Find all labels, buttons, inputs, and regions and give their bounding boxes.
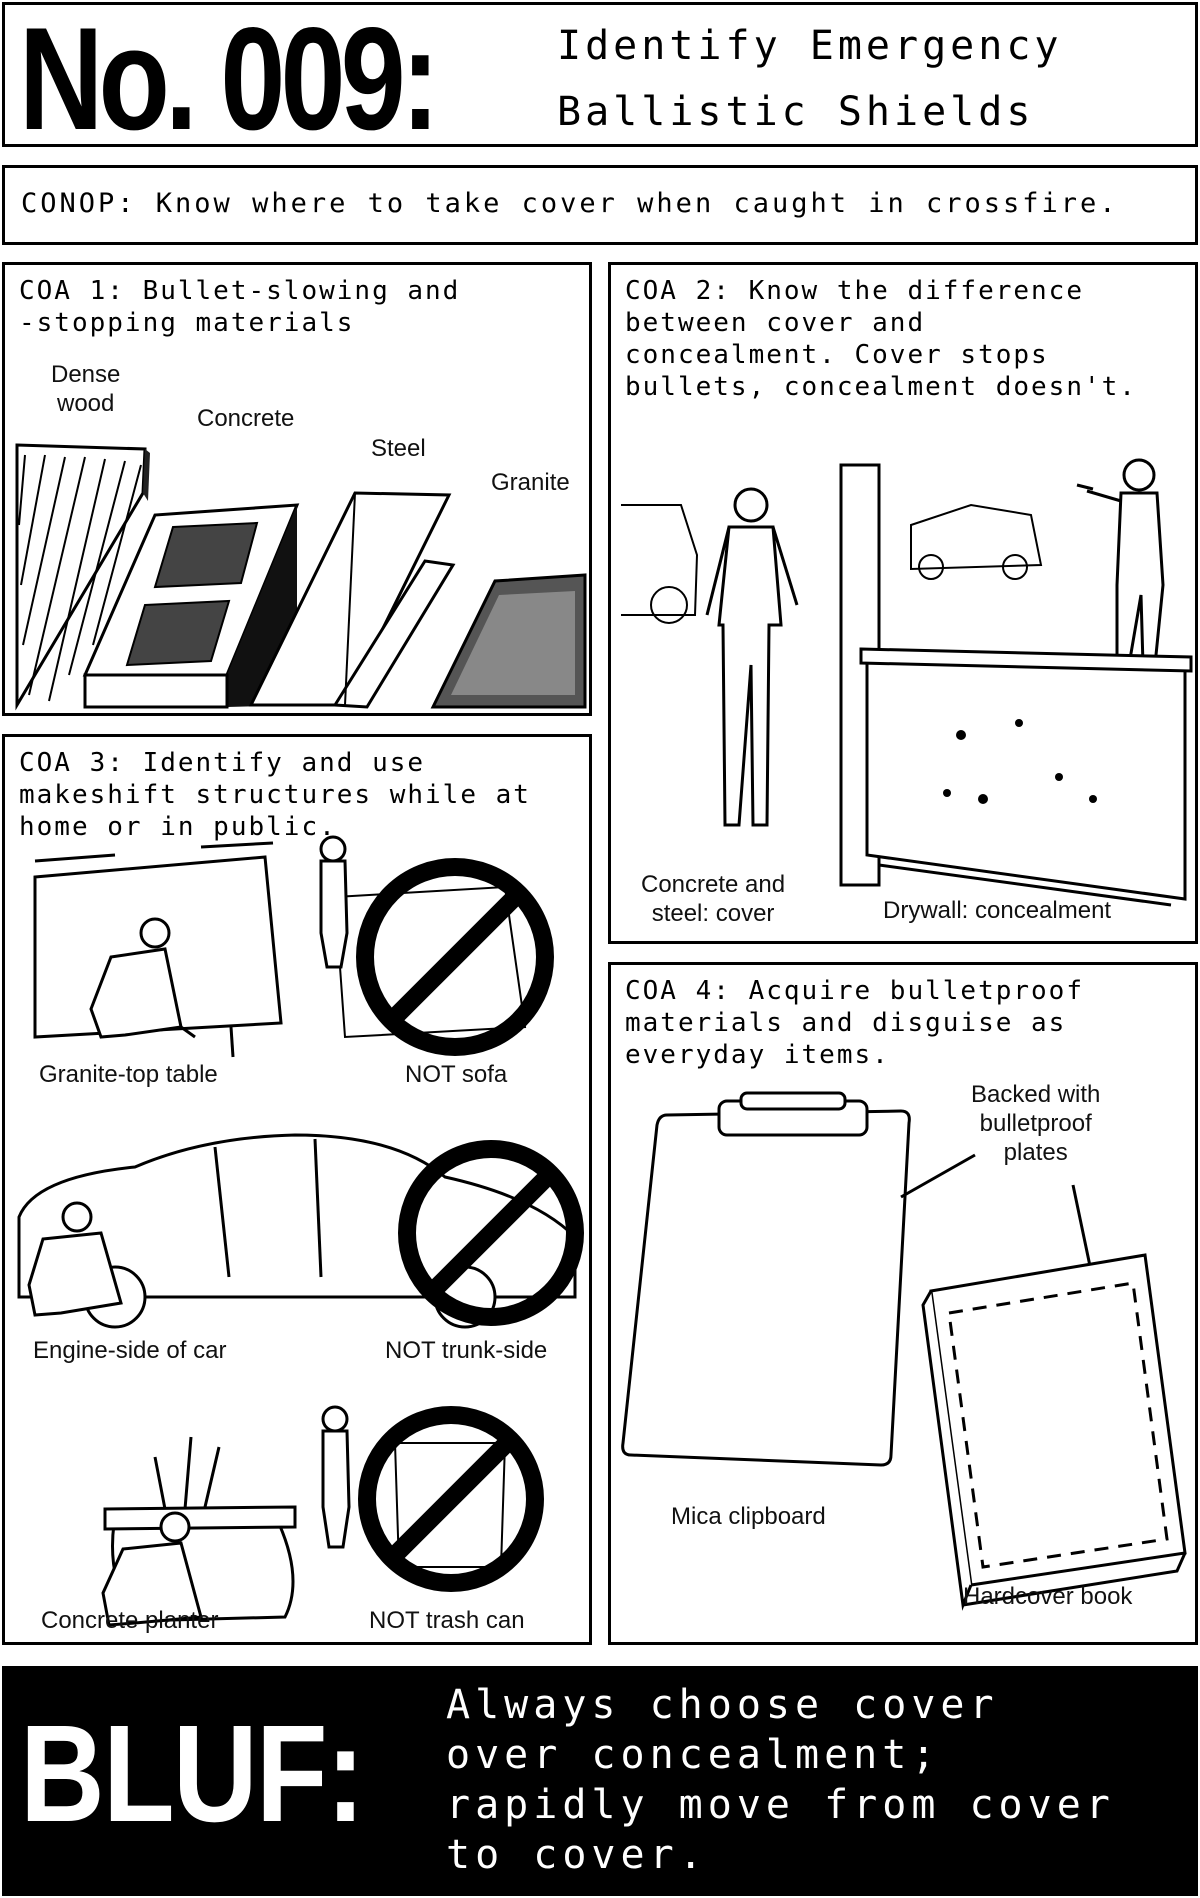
label-hardcover-book: Hardcover book [963, 1583, 1133, 1610]
civilian-figure-drawing [707, 489, 797, 825]
standing-person-trash [323, 1407, 349, 1547]
conop-text: CONOP: Know where to take cover when cau… [21, 188, 1119, 219]
granite-slab-drawing [433, 575, 585, 707]
label-concealment: Drywall: concealment [883, 897, 1112, 924]
cover-vs-concealment-illustration [611, 265, 1195, 941]
crouching-person-car [29, 1203, 121, 1315]
shooter-figure-drawing [1077, 460, 1163, 665]
label-concrete: Concrete [197, 405, 295, 432]
bluf-banner: BLUF: Always choose cover over concealme… [2, 1666, 1198, 1896]
title-line-1: Identify Emergency [557, 23, 1063, 69]
label-engine-side: Engine-side of car [33, 1337, 227, 1364]
standing-person-sofa [321, 837, 347, 967]
hardcover-book-drawing [923, 1255, 1185, 1605]
label-dense-wood: Dense wood [51, 361, 121, 417]
no-sign-sofa [365, 867, 545, 1047]
coa2-heading: COA 2: Know the difference between cover… [625, 276, 1137, 402]
coa4-heading: COA 4: Acquire bulletproof materials and… [625, 976, 1084, 1070]
label-cover: Concrete and steel: cover [641, 871, 786, 927]
coa1-heading: COA 1: Bullet-slowing and -stopping mate… [19, 276, 461, 338]
label-granite: Granite [491, 469, 570, 496]
clipboard-drawing [623, 1093, 910, 1465]
label-not-trash: NOT trash can [369, 1607, 525, 1634]
crouching-person-planter [103, 1513, 201, 1625]
no-sign-car [407, 1149, 575, 1317]
coa2-panel: COA 2: Know the difference between cover… [608, 262, 1198, 944]
label-backed-plates: Backed with bulletproof plates [971, 1081, 1101, 1166]
protocol-number: No. 009: [19, 0, 440, 160]
coa3-panel: COA 3: Identify and use makeshift struct… [2, 734, 592, 1645]
no-sign-trash [367, 1415, 535, 1583]
pointer-clipboard-line [901, 1155, 975, 1197]
coa3-heading: COA 3: Identify and use makeshift struct… [19, 748, 531, 842]
crouching-person-table [91, 919, 195, 1037]
bulletproof-items-illustration [611, 965, 1195, 1642]
makeshift-cover-illustration [5, 737, 589, 1642]
coa4-panel: COA 4: Acquire bulletproof materials and… [608, 962, 1198, 1645]
label-not-trunk: NOT trunk-side [385, 1337, 548, 1364]
drywall-drawing [861, 649, 1191, 899]
wood-plank-drawing [17, 445, 150, 705]
bluf-label: BLUF: [20, 1697, 365, 1851]
materials-illustration [5, 265, 589, 713]
label-not-sofa: NOT sofa [405, 1061, 508, 1088]
conop-box: CONOP: Know where to take cover when cau… [2, 165, 1198, 245]
steel-beam-drawing [251, 493, 453, 707]
label-mica-clipboard: Mica clipboard [671, 1503, 826, 1530]
label-concrete-planter: Concrete planter [41, 1607, 219, 1634]
title-banner: No. 009: Identify Emergency Ballistic Sh… [2, 0, 1198, 159]
label-granite-table: Granite-top table [39, 1061, 218, 1088]
title-line-2: Ballistic Shields [557, 89, 1035, 135]
bluf-text: Always choose cover over concealment; ra… [446, 1682, 1115, 1878]
coa1-panel: COA 1: Bullet-slowing and -stopping mate… [2, 262, 592, 716]
parked-car-drawing [621, 505, 697, 623]
label-steel: Steel [371, 435, 426, 462]
